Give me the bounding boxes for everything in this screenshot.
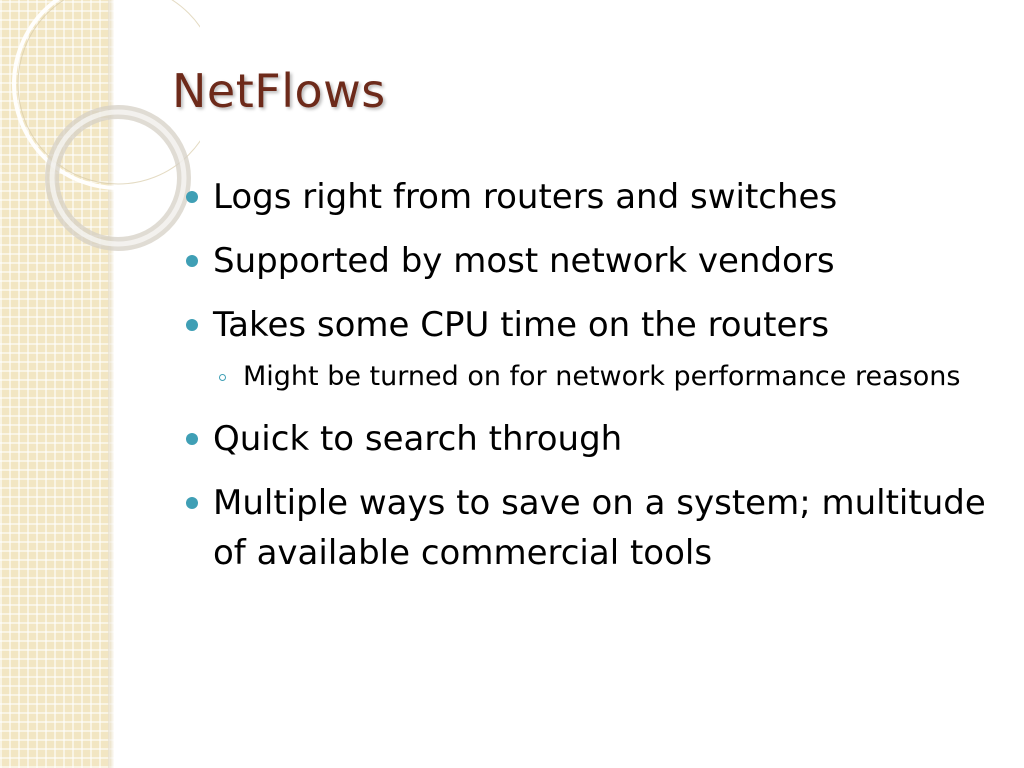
- bullet-text: Logs right from routers and switches: [213, 177, 838, 217]
- decorative-side-panel: [0, 0, 114, 768]
- bullet-text: Quick to search through: [213, 419, 623, 459]
- bullet-item: Logs right from routers and switches: [184, 172, 994, 222]
- sub-bullet-text: Might be turned on for network performan…: [243, 361, 961, 392]
- decorative-rings: [12, 0, 200, 251]
- bullet-text: Takes some CPU time on the routers: [213, 305, 830, 345]
- bullet-icon: [186, 497, 198, 509]
- bullet-text: Supported by most network vendors: [213, 241, 835, 281]
- bullet-text: Multiple ways to save on a system; multi…: [213, 483, 986, 573]
- bullet-item: Quick to search through: [184, 414, 994, 464]
- bullet-icon: [186, 191, 198, 203]
- bullet-item: Multiple ways to save on a system; multi…: [184, 478, 994, 578]
- sub-bullet-item: Might be turned on for network performan…: [184, 354, 978, 400]
- bullet-icon: [186, 433, 198, 445]
- bullet-icon: [186, 319, 198, 331]
- sub-bullet-icon: [219, 374, 226, 381]
- side-panel-edge: [108, 0, 114, 768]
- bullet-item: Supported by most network vendors: [184, 236, 994, 286]
- bullet-item: Takes some CPU time on the routers: [184, 300, 994, 350]
- slide-title: NetFlows: [172, 64, 386, 118]
- bullet-list: Logs right from routers and switches Sup…: [184, 172, 994, 592]
- bullet-icon: [186, 255, 198, 267]
